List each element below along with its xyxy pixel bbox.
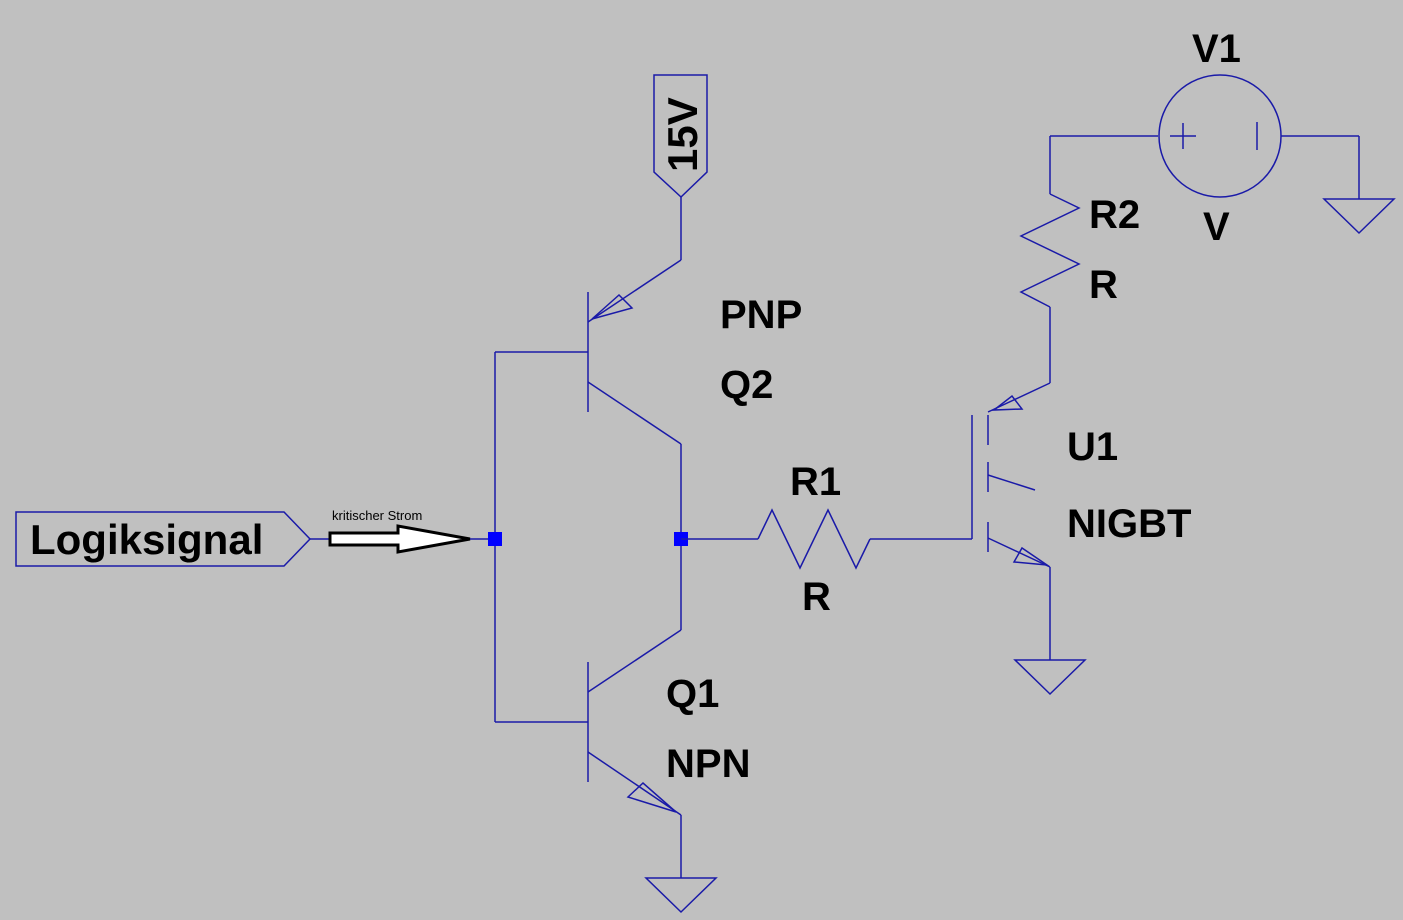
q2-name-label: Q2 <box>720 363 773 407</box>
q2-pnp-transistor <box>587 259 682 630</box>
r2-value-label: R <box>1089 263 1118 307</box>
u1-type-label: NIGBT <box>1067 502 1191 546</box>
ground-q1-icon <box>644 877 718 914</box>
input-label-text: Logiksignal <box>30 516 263 563</box>
base-bus <box>470 351 588 723</box>
arrow-note: kritischer Strom <box>332 508 422 523</box>
supply-15v-flag: 15V <box>653 74 708 260</box>
ground-u1-icon <box>1013 659 1087 696</box>
r1-resistor <box>681 508 972 570</box>
q1-npn-transistor <box>587 629 682 878</box>
u1-igbt <box>971 382 1051 660</box>
supply-label: 15V <box>659 97 706 172</box>
input-net-label: Logiksignal <box>15 511 330 567</box>
r1-value-label: R <box>802 575 831 619</box>
q1-name-label: Q1 <box>666 672 719 716</box>
v1-value-label: V <box>1203 205 1230 249</box>
v1-voltage-source <box>1158 74 1360 199</box>
v1-name-label: V1 <box>1192 27 1241 71</box>
q1-type-label: NPN <box>666 742 750 786</box>
r2-resistor <box>1019 135 1158 383</box>
critical-current-arrow: kritischer Strom <box>328 508 471 554</box>
ground-v1-icon <box>1322 198 1396 235</box>
u1-name-label: U1 <box>1067 425 1118 469</box>
r1-name-label: R1 <box>790 460 841 504</box>
r2-name-label: R2 <box>1089 193 1140 237</box>
junction-base <box>488 532 502 546</box>
q2-type-label: PNP <box>720 293 802 337</box>
